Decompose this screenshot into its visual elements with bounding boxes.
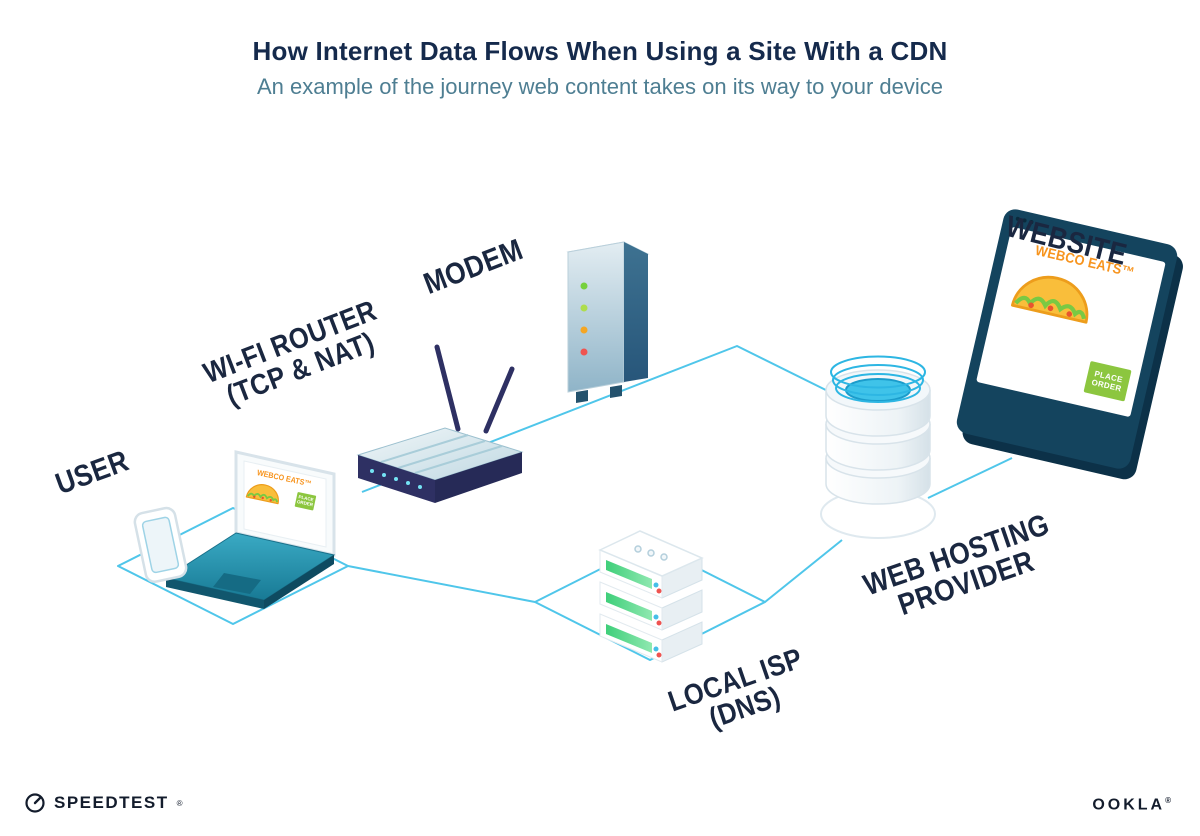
smartphone <box>133 506 188 583</box>
hosting-database <box>820 355 936 539</box>
modem-device <box>566 241 650 403</box>
website-screen: WEBCO EATS™ PLACE ORDER <box>976 226 1166 418</box>
speedtest-gauge-icon <box>25 793 45 813</box>
wifi-router <box>356 344 524 503</box>
router-antenna-right <box>483 366 515 434</box>
laptop-base-edge-right <box>264 555 334 609</box>
laptop-base-edge-front <box>166 578 264 609</box>
line-hosting-to-website <box>927 457 1013 499</box>
router-leds <box>370 469 422 489</box>
taco-icon <box>1010 275 1089 324</box>
page-subtitle: An example of the journey web content ta… <box>256 74 944 99</box>
place-order-button: PLACE ORDER <box>1083 360 1132 402</box>
speedtest-trademark: ® <box>176 798 183 808</box>
laptop-trackpad <box>213 573 261 594</box>
router-antenna-left <box>434 344 461 432</box>
line-user-to-isp <box>347 565 536 603</box>
taco-icon <box>245 484 279 505</box>
line-isp-to-hosting <box>764 539 843 603</box>
router-side <box>435 452 522 503</box>
website-browser: WEBCO EATS™ PLACE ORDER <box>954 206 1180 472</box>
modem-foot-right <box>610 385 622 398</box>
laptop-screen-panel <box>243 460 327 548</box>
ookla-trademark: ® <box>1165 796 1174 805</box>
laptop <box>164 450 336 609</box>
modem-front <box>567 241 625 393</box>
modem-leds <box>580 282 588 356</box>
data-pool <box>845 378 911 402</box>
ookla-wordmark: OOKLA <box>1092 796 1166 814</box>
laptop-place-order-button: PLACE ORDER <box>294 491 317 511</box>
page-title: How Internet Data Flows When Using a Sit… <box>252 36 948 66</box>
isp-server-stack <box>598 530 704 663</box>
laptop-screen-content: WEBCO EATS™ PLACE ORDER <box>235 466 323 544</box>
ookla-logo: OOKLA® <box>1092 796 1174 814</box>
speedtest-wordmark: SPEEDTEST <box>54 793 169 812</box>
modem-side <box>624 242 648 382</box>
modem-foot-left <box>576 390 588 403</box>
speedtest-logo: SPEEDTEST ® <box>24 792 183 814</box>
